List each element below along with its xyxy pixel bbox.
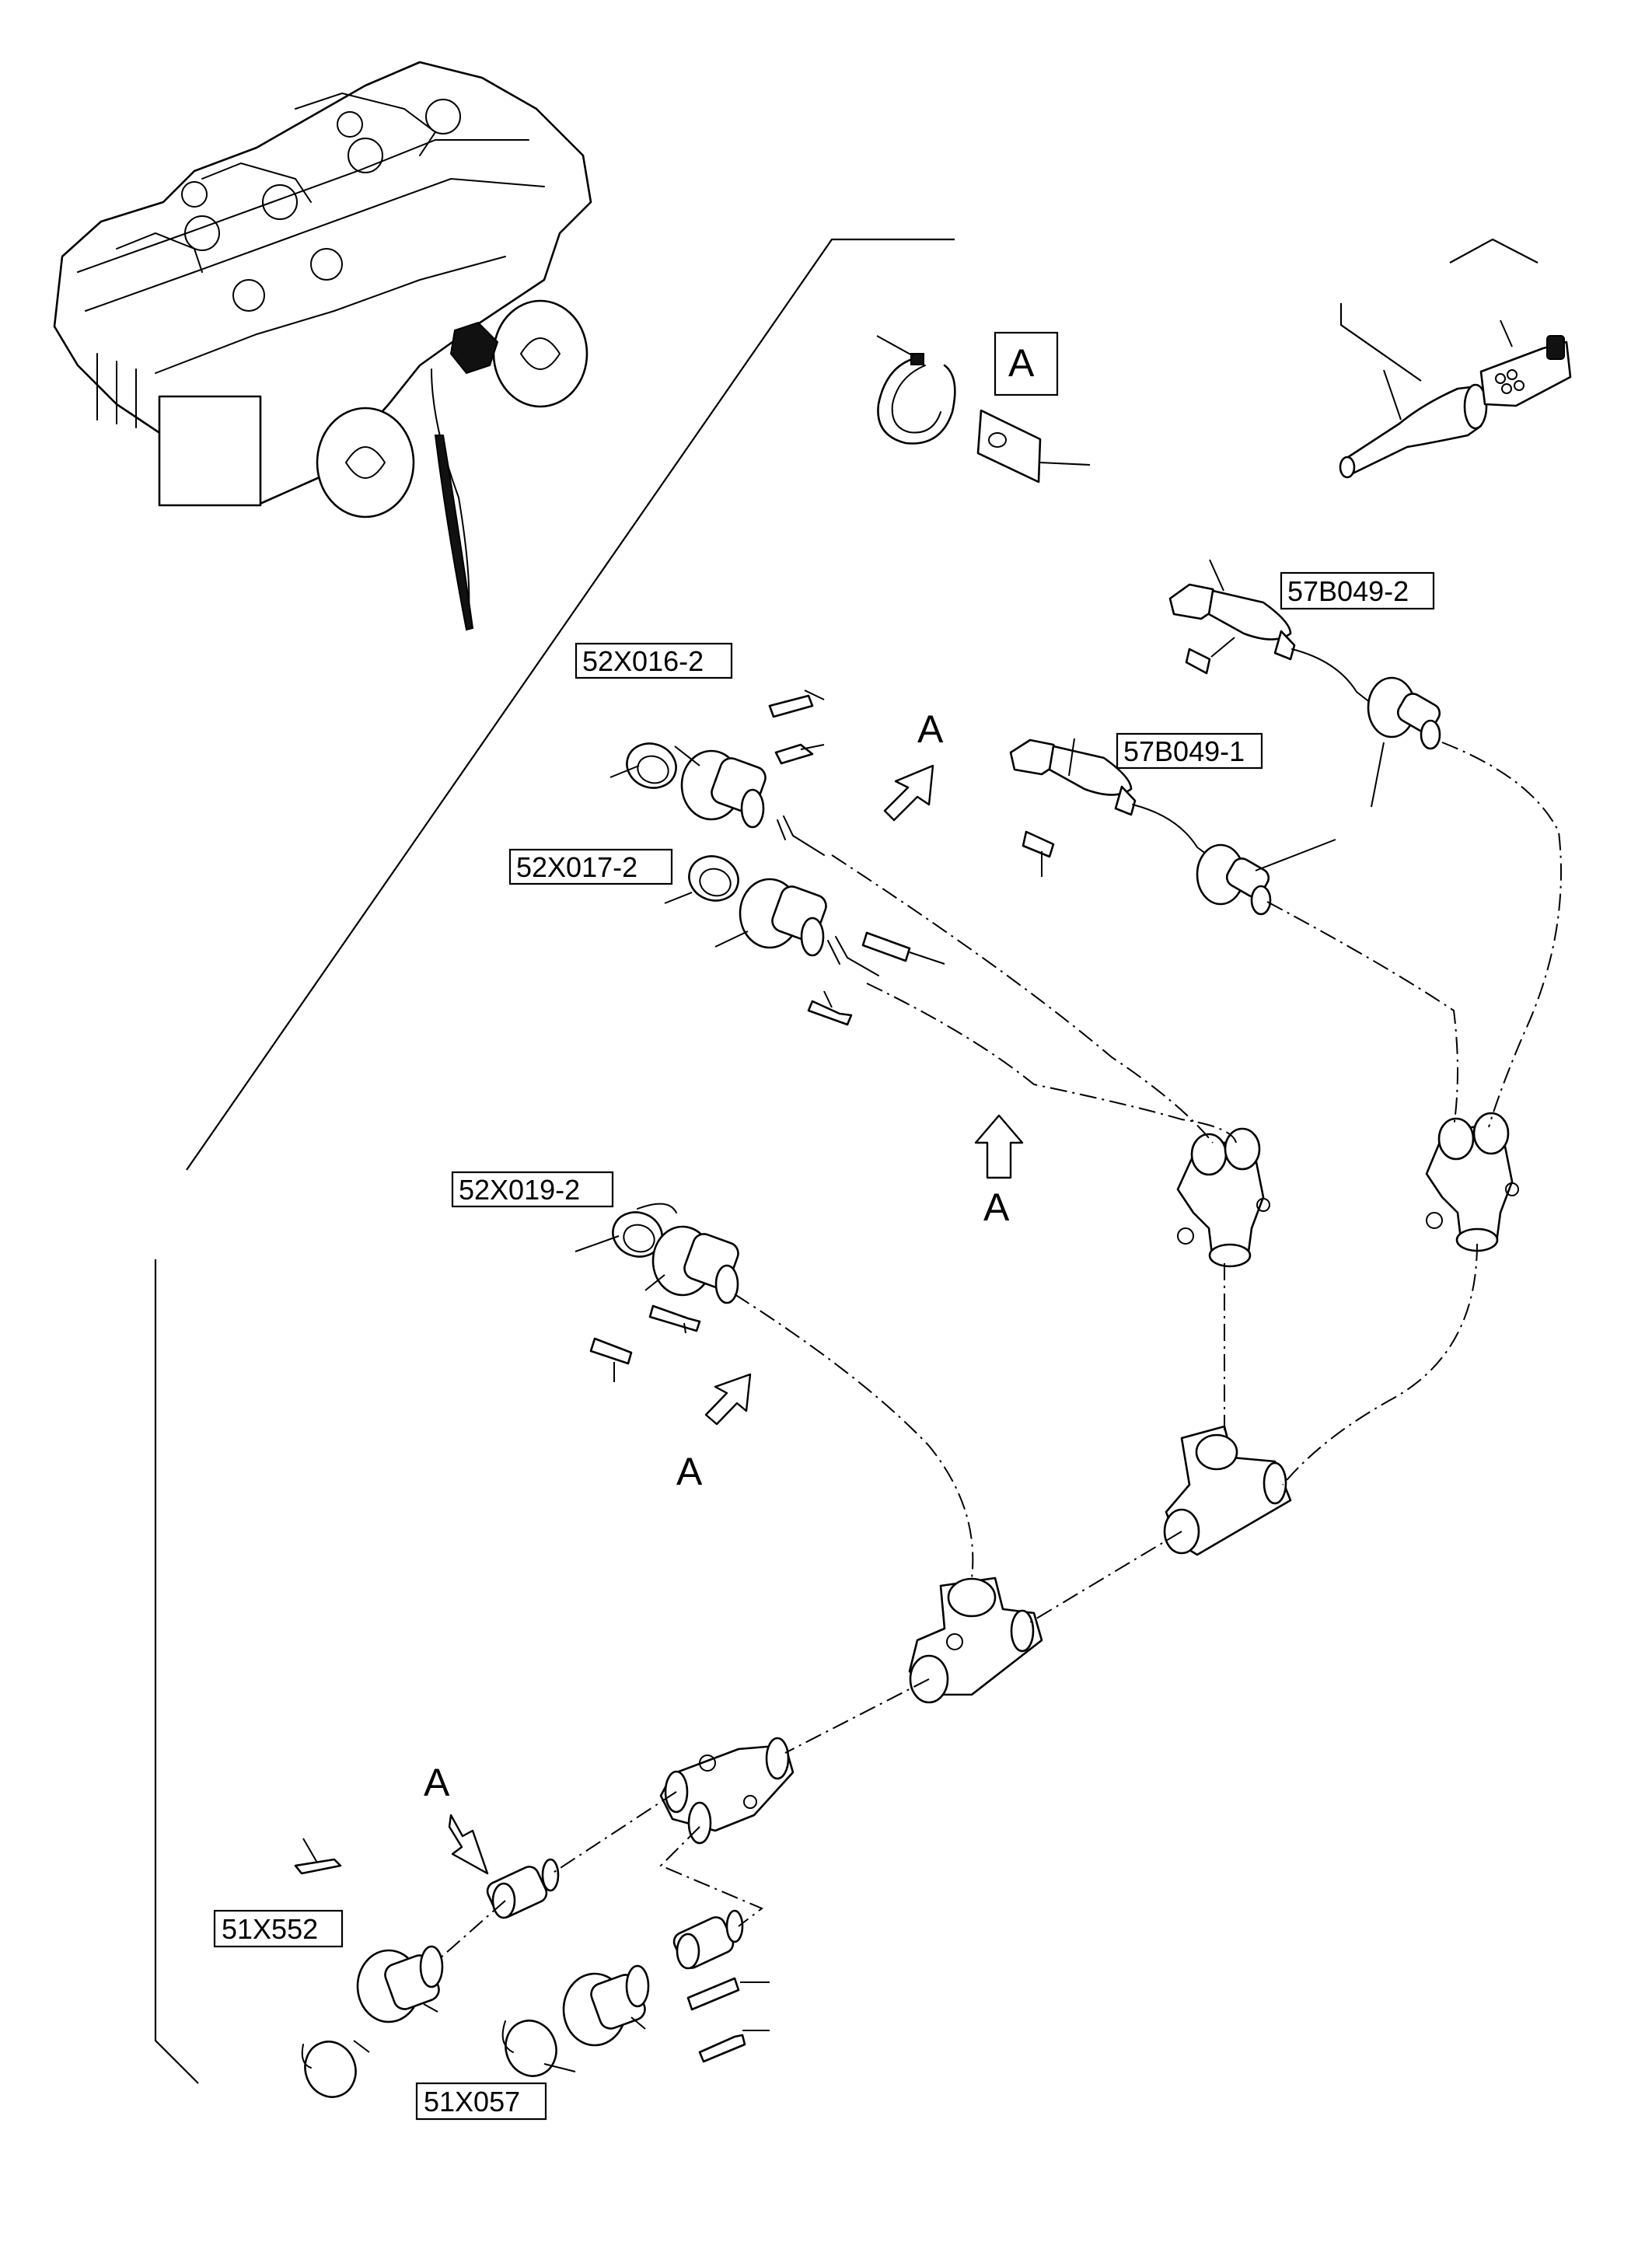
label-51x552: 51X552 — [222, 1913, 318, 1945]
connector-52x016-2: 52X016-2 — [575, 642, 825, 856]
view-arrow-icon — [974, 1114, 1024, 1179]
connector-plug-icon — [1479, 335, 1572, 407]
detail-parts: A — [876, 331, 1091, 484]
identification-tag-icon — [976, 409, 1042, 484]
sensor-57b049-1: 57B049-1 — [1009, 732, 1336, 916]
boot-detail — [1339, 319, 1572, 479]
view-arrow-icon — [448, 1814, 489, 1875]
connector-52x019-2: 52X019-2 — [451, 1171, 739, 1382]
label-52x019-2: 52X019-2 — [459, 1174, 580, 1206]
connection-paths — [438, 742, 1562, 1960]
t-adapter-icon — [908, 1576, 1043, 1704]
view-arrow-icon — [704, 1373, 752, 1426]
plug-adapter-icon — [486, 1858, 560, 1919]
label-51x057: 51X057 — [424, 2086, 520, 2118]
label-57b049-2: 57B049-2 — [1287, 575, 1409, 607]
view-letter-a-4: A — [424, 1761, 450, 1804]
plug-adapter-icon — [672, 1909, 744, 1970]
label-52x017-2: 52X017-2 — [516, 851, 637, 883]
connector-51x057: 51X057 — [415, 1964, 770, 2121]
label-57b049-1: 57B049-1 — [1123, 735, 1245, 767]
view-letter-a-1: A — [917, 707, 944, 751]
detail-a-letter: A — [1008, 341, 1035, 385]
cable-tie-icon — [877, 353, 956, 445]
y-adapter-icon — [659, 1737, 795, 1845]
label-52x016-2: 52X016-2 — [582, 645, 704, 677]
connector-51x552: 51X552 — [213, 1838, 444, 2098]
sensor-57b049-2: 57B049-2 — [1168, 559, 1441, 808]
t-adapter-icon — [1163, 1425, 1292, 1556]
frame-lines — [154, 238, 1538, 2084]
view-letter-a-3: A — [676, 1450, 703, 1493]
detail-a-box — [994, 331, 1059, 396]
view-letter-a-2: A — [983, 1185, 1010, 1229]
rubber-boot-icon — [1339, 383, 1488, 479]
engine-overview-icon — [53, 61, 592, 631]
y-adapter-icon — [1425, 1112, 1519, 1252]
connector-52x017-2: 52X017-2 — [508, 848, 945, 1026]
view-arrow-icon — [883, 764, 934, 822]
y-adapter-icon — [1176, 1127, 1270, 1268]
